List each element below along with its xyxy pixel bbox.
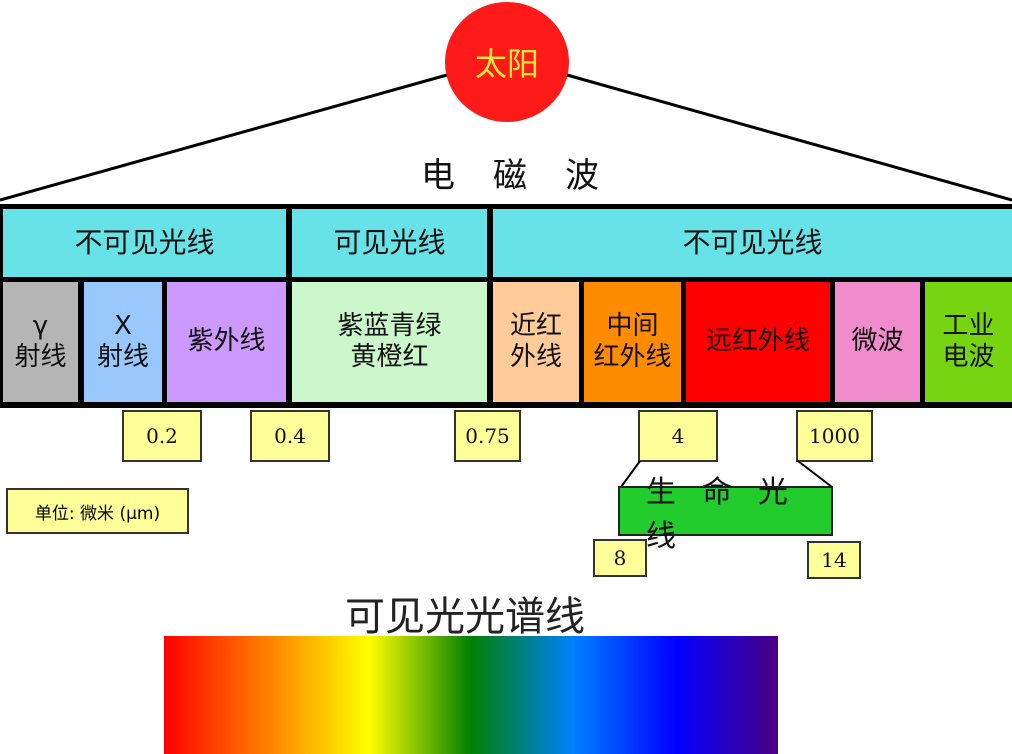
band-line: X <box>114 310 132 341</box>
band-line: 中间 <box>606 310 659 341</box>
roof-lines <box>0 73 1012 202</box>
band-line: γ <box>32 310 49 341</box>
header-invisible-left: 不可见光线 <box>3 209 286 277</box>
band-line: 黄橙红 <box>350 342 429 372</box>
band-line: 红外线 <box>593 342 672 372</box>
header-label: 可见光线 <box>333 226 446 260</box>
visible-spectrum-bar <box>164 636 778 754</box>
band-line: 射线 <box>14 342 67 372</box>
band-mid-ir: 中间红外线 <box>584 282 681 402</box>
boundary-label: 0.4 <box>250 410 330 462</box>
band-line: 外线 <box>509 342 562 372</box>
boundary-label: 0.75 <box>454 410 521 462</box>
boundary-label: 4 <box>638 410 718 462</box>
band-line: 射线 <box>96 342 149 372</box>
life-max-label: 14 <box>807 541 861 579</box>
header-invisible-right: 不可见光线 <box>493 209 1012 277</box>
band-near-ir: 近红外线 <box>493 282 579 402</box>
boundary-label: 0.2 <box>122 410 202 462</box>
band-line: 电波 <box>942 342 995 372</box>
life-light-box: 生命光线 <box>618 475 833 554</box>
band-line: 微波 <box>851 326 904 357</box>
spectrum-title: 可见光光谱线 <box>345 594 585 640</box>
band-far-ir: 远红外线 <box>686 282 830 402</box>
band-microwave: 微波 <box>835 282 920 402</box>
boundary-label: 1000 <box>796 410 873 462</box>
sun-label: 太阳 <box>474 45 539 83</box>
sun: 太阳 <box>445 2 569 122</box>
band-industrial: 工业电波 <box>925 282 1012 402</box>
header-label: 不可见光线 <box>682 226 823 260</box>
band-line: 紫外线 <box>187 326 266 357</box>
header-visible: 可见光线 <box>292 209 487 277</box>
band-line: 近红 <box>509 310 562 341</box>
band-line: 紫蓝青绿 <box>337 310 442 341</box>
band-line: 工业 <box>942 310 995 341</box>
life-min-label: 8 <box>593 539 647 577</box>
em-wave-title: 电磁波 <box>421 156 637 196</box>
unit-label: 单位: 微米 (μm) <box>6 488 189 534</box>
band-line: 远红外线 <box>705 326 810 357</box>
band-visible: 紫蓝青绿黄橙红 <box>292 282 487 402</box>
header-label: 不可见光线 <box>74 226 215 260</box>
band-uv: 紫外线 <box>167 282 286 402</box>
